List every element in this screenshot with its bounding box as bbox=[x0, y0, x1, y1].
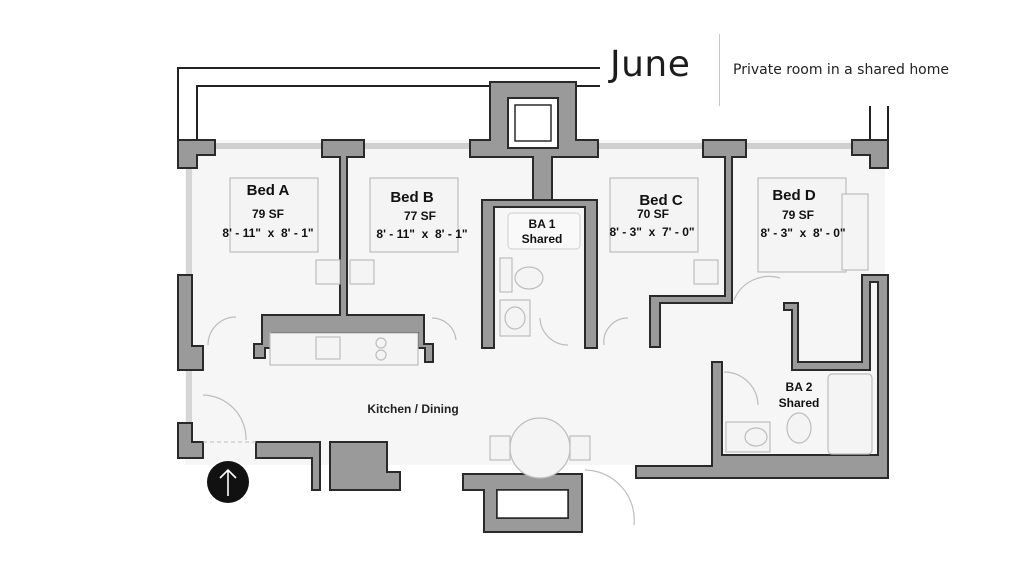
tagline: Private room in a shared home bbox=[733, 62, 950, 78]
north-arrow-icon bbox=[207, 461, 249, 503]
bed-d-name: Bed D bbox=[772, 187, 816, 204]
sink-bath-2 bbox=[725, 421, 771, 453]
bed-b-dims: 8' - 11" x 8' - 1" bbox=[376, 227, 467, 241]
kitchen-dining-label: Kitchen / Dining bbox=[367, 402, 458, 416]
bathtub-bath-2 bbox=[827, 373, 873, 455]
wall-bath-1 bbox=[481, 199, 598, 349]
shaft-opening bbox=[507, 97, 559, 149]
bath-2-shared: Shared bbox=[779, 396, 820, 410]
bed-a-name: Bed A bbox=[247, 182, 290, 199]
bed-b-frame bbox=[369, 177, 459, 253]
bed-d-area: 79 SF bbox=[782, 208, 814, 222]
bath-1-shared: Shared bbox=[522, 232, 563, 246]
wall-left-mid bbox=[177, 274, 204, 371]
bed-c-dims: 8' - 3" x 7' - 0" bbox=[609, 225, 694, 239]
header-divider bbox=[719, 34, 720, 106]
bed-c-area: 70 SF bbox=[637, 207, 669, 221]
wall-bed-c-d bbox=[649, 139, 747, 348]
bed-a-frame bbox=[229, 177, 319, 253]
wall-bottom-left bbox=[255, 441, 401, 491]
bed-b-name: Bed B bbox=[390, 189, 434, 206]
toilet-bath-1 bbox=[514, 266, 544, 290]
bed-a-dims: 8' - 11" x 8' - 1" bbox=[222, 226, 313, 240]
toilet-bath-2 bbox=[786, 412, 812, 444]
bed-c-name: Bed C bbox=[639, 192, 683, 209]
exterior-outline bbox=[177, 67, 600, 140]
bed-d-dims: 8' - 3" x 8' - 0" bbox=[760, 226, 845, 240]
bed-c-frame bbox=[609, 177, 699, 253]
wall-corner-right bbox=[851, 139, 889, 169]
kitchen-sink bbox=[315, 336, 341, 360]
bed-d-frame bbox=[757, 177, 847, 273]
exterior-outline-right bbox=[869, 106, 889, 140]
dining-table bbox=[509, 417, 571, 479]
kitchen-counter bbox=[269, 332, 419, 366]
wall-corner-left bbox=[177, 139, 216, 169]
bath-1-label: BA 1 bbox=[529, 217, 556, 231]
wall-bath-2 bbox=[635, 274, 889, 479]
brand-logo: June bbox=[610, 44, 691, 85]
bed-a-area: 79 SF bbox=[252, 207, 284, 221]
bath-2-label: BA 2 bbox=[786, 380, 813, 394]
bed-b-area: 77 SF bbox=[404, 209, 436, 223]
